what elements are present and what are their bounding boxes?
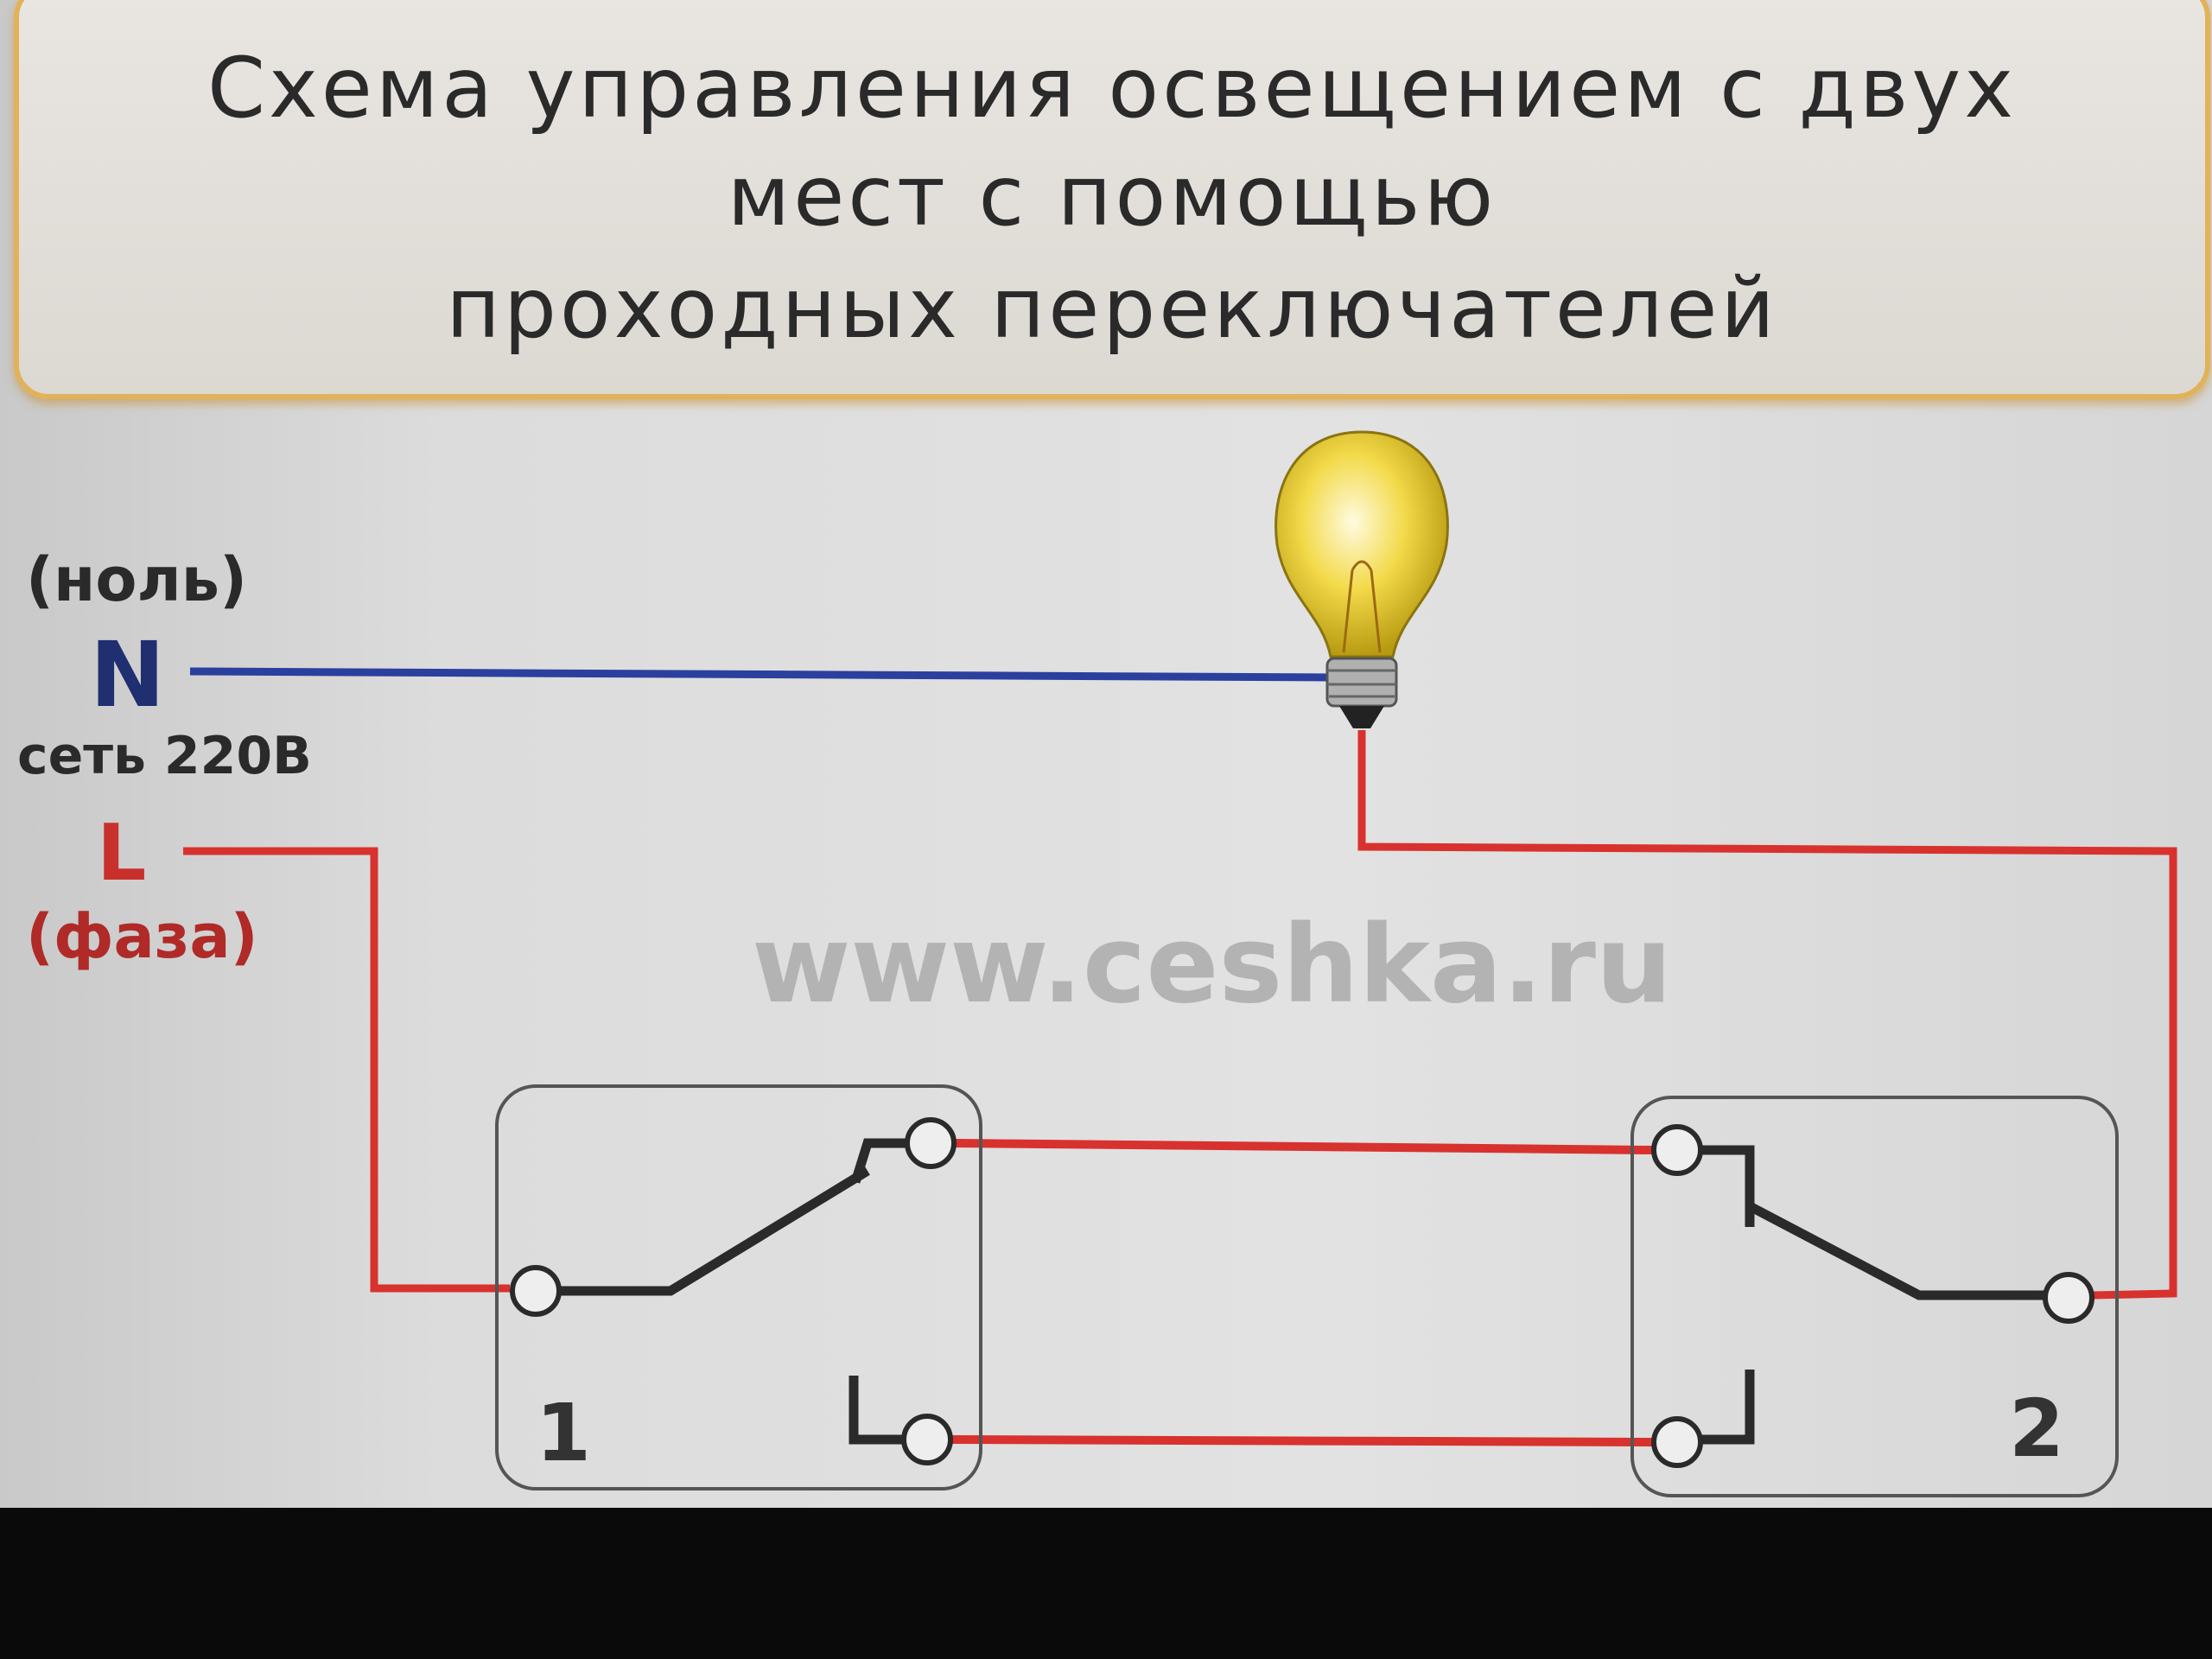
switch-1-bottom-terminal	[901, 1414, 953, 1465]
title-line-1: Схема управления освещением с двух	[207, 40, 2018, 137]
switch-1-common-terminal	[510, 1265, 562, 1317]
switch-2-common-terminal	[2043, 1272, 2094, 1324]
diagram-screen: Схема управления освещением с двух мест …	[0, 0, 2212, 1508]
switch-2-lever	[1747, 1202, 2046, 1300]
title-line-3: проходных переключателей	[446, 260, 1778, 357]
switch-1-number: 1	[536, 1387, 592, 1479]
switch-2	[1630, 1096, 2119, 1497]
phase-wire	[183, 847, 510, 1293]
phase-label: L	[97, 808, 147, 899]
network-label: сеть 220В	[17, 726, 312, 786]
switch-1	[495, 1084, 982, 1491]
wiring-diagram	[183, 430, 2177, 1497]
switch-2-bottom-terminal	[1651, 1416, 1703, 1468]
switch-1-lever	[557, 1166, 870, 1296]
switch-2-top-terminal	[1651, 1124, 1703, 1176]
traveler-wire-bottom	[950, 1435, 1653, 1446]
title-line-2: мест с помощью	[727, 148, 1497, 245]
switch-1-top-terminal	[905, 1117, 957, 1169]
neutral-label: N	[90, 622, 166, 728]
switch-2-number: 2	[2009, 1382, 2065, 1475]
neutral-note-label: (ноль)	[26, 544, 247, 615]
traveler-wire-top	[955, 1139, 1653, 1154]
neutral-wire	[189, 667, 1332, 682]
phase-note-label: (фаза)	[26, 901, 258, 972]
title-banner: Схема управления освещением с двух мест …	[14, 0, 2210, 399]
lamp-return-wire	[1357, 730, 2177, 1300]
watermark: www.ceshka.ru	[752, 903, 1673, 1027]
light-bulb-icon	[1274, 430, 1449, 728]
